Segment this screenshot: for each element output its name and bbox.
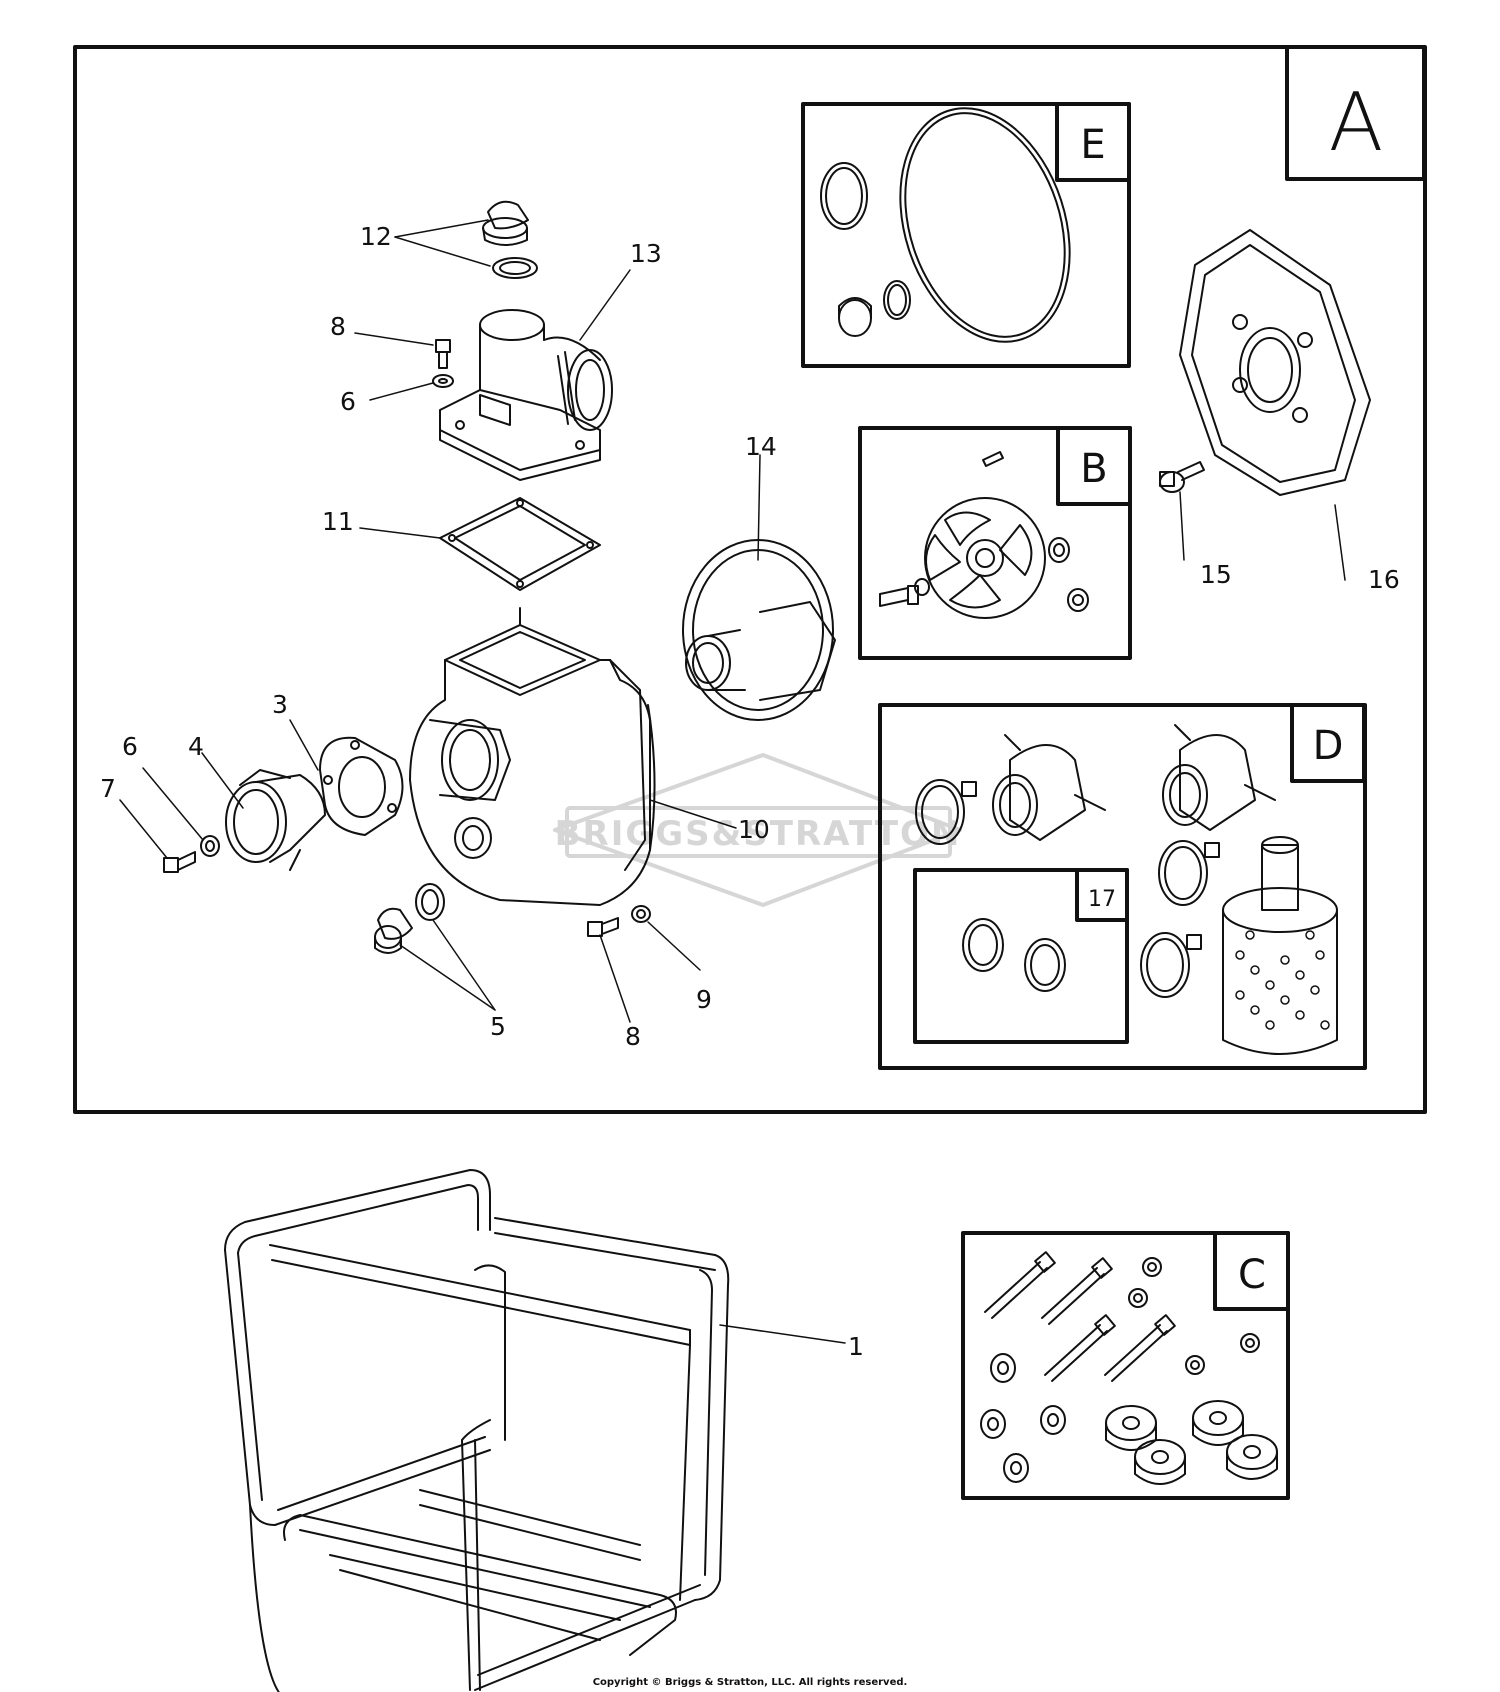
callout-6-lower: 6 <box>122 732 138 761</box>
box-label-d: D <box>1313 723 1344 769</box>
part-8-bolt-upper <box>435 339 451 369</box>
kit-box-b <box>858 426 1132 660</box>
hardware-kit-parts <box>980 1251 1278 1485</box>
part-10-pump-housing <box>409 607 656 906</box>
part-14-volute <box>682 539 836 721</box>
brand-watermark: BRIGGS&STRATTON <box>553 753 962 907</box>
callout-16: 16 <box>1368 565 1400 594</box>
part-5-drain-plug <box>374 883 445 954</box>
part-8-bolt-lower <box>587 917 619 937</box>
callout-8-lower: 8 <box>625 1022 641 1051</box>
part-6-washer-lower <box>200 835 220 857</box>
part-3-gasket <box>319 736 404 836</box>
leader-lines <box>119 219 1346 1344</box>
callout-6-upper: 6 <box>340 387 356 416</box>
kit-box-c-tag <box>1213 1231 1290 1311</box>
part-12-priming-plug <box>482 200 538 279</box>
part-15-bolt <box>1159 461 1205 493</box>
part-11-gasket <box>439 497 601 591</box>
kit-box-e-tag <box>1055 102 1131 182</box>
part-16-back-plate <box>1179 229 1371 496</box>
box-label-e: E <box>1080 122 1105 168</box>
part-1-frame <box>224 1169 730 1692</box>
kit-box-a <box>73 45 1427 1114</box>
box-label-c: C <box>1238 1252 1266 1298</box>
part-6-washer-upper <box>432 374 454 388</box>
seal-kit-parts <box>820 107 1071 343</box>
callout-3: 3 <box>272 690 288 719</box>
gasket-kit-parts <box>962 918 1066 992</box>
part-13-discharge-elbow <box>439 309 613 481</box>
callout-labels: 12 13 8 6 11 14 15 16 3 4 6 7 10 5 8 9 1 <box>100 222 1400 1361</box>
part-4-suction-flange <box>225 769 326 871</box>
callout-8-upper: 8 <box>330 312 346 341</box>
impeller-parts <box>879 451 1089 619</box>
kit-box-c <box>961 1231 1290 1500</box>
kit-box-d-tag <box>1290 703 1366 783</box>
callout-1: 1 <box>848 1332 864 1361</box>
callout-12: 12 <box>360 222 392 251</box>
copyright-notice: Copyright © Briggs & Stratton, LLC. All … <box>592 1677 908 1688</box>
callout-10: 10 <box>738 815 770 844</box>
callout-11: 11 <box>322 507 354 536</box>
kit-box-17-tag <box>1075 868 1129 922</box>
callout-4: 4 <box>188 732 204 761</box>
callout-13: 13 <box>630 239 662 268</box>
box-label-b: B <box>1080 446 1107 492</box>
callout-5: 5 <box>490 1012 506 1041</box>
kit-box-17 <box>913 868 1129 1044</box>
watermark-text: BRIGGS&STRATTON <box>555 814 962 854</box>
box-label-a: A <box>1329 76 1384 169</box>
box-label-17: 17 <box>1088 887 1116 912</box>
kit-box-a-tag <box>1285 45 1426 181</box>
kit-box-b-tag <box>1056 426 1132 506</box>
part-9-washer <box>631 905 651 923</box>
hose-kit-parts <box>915 724 1338 1055</box>
kit-box-d <box>878 703 1367 1070</box>
callout-7: 7 <box>100 774 116 803</box>
kit-box-e <box>801 102 1131 368</box>
callout-14: 14 <box>745 432 777 461</box>
part-7-bolt <box>163 851 196 873</box>
callout-15: 15 <box>1200 560 1232 589</box>
callout-9: 9 <box>696 985 712 1014</box>
